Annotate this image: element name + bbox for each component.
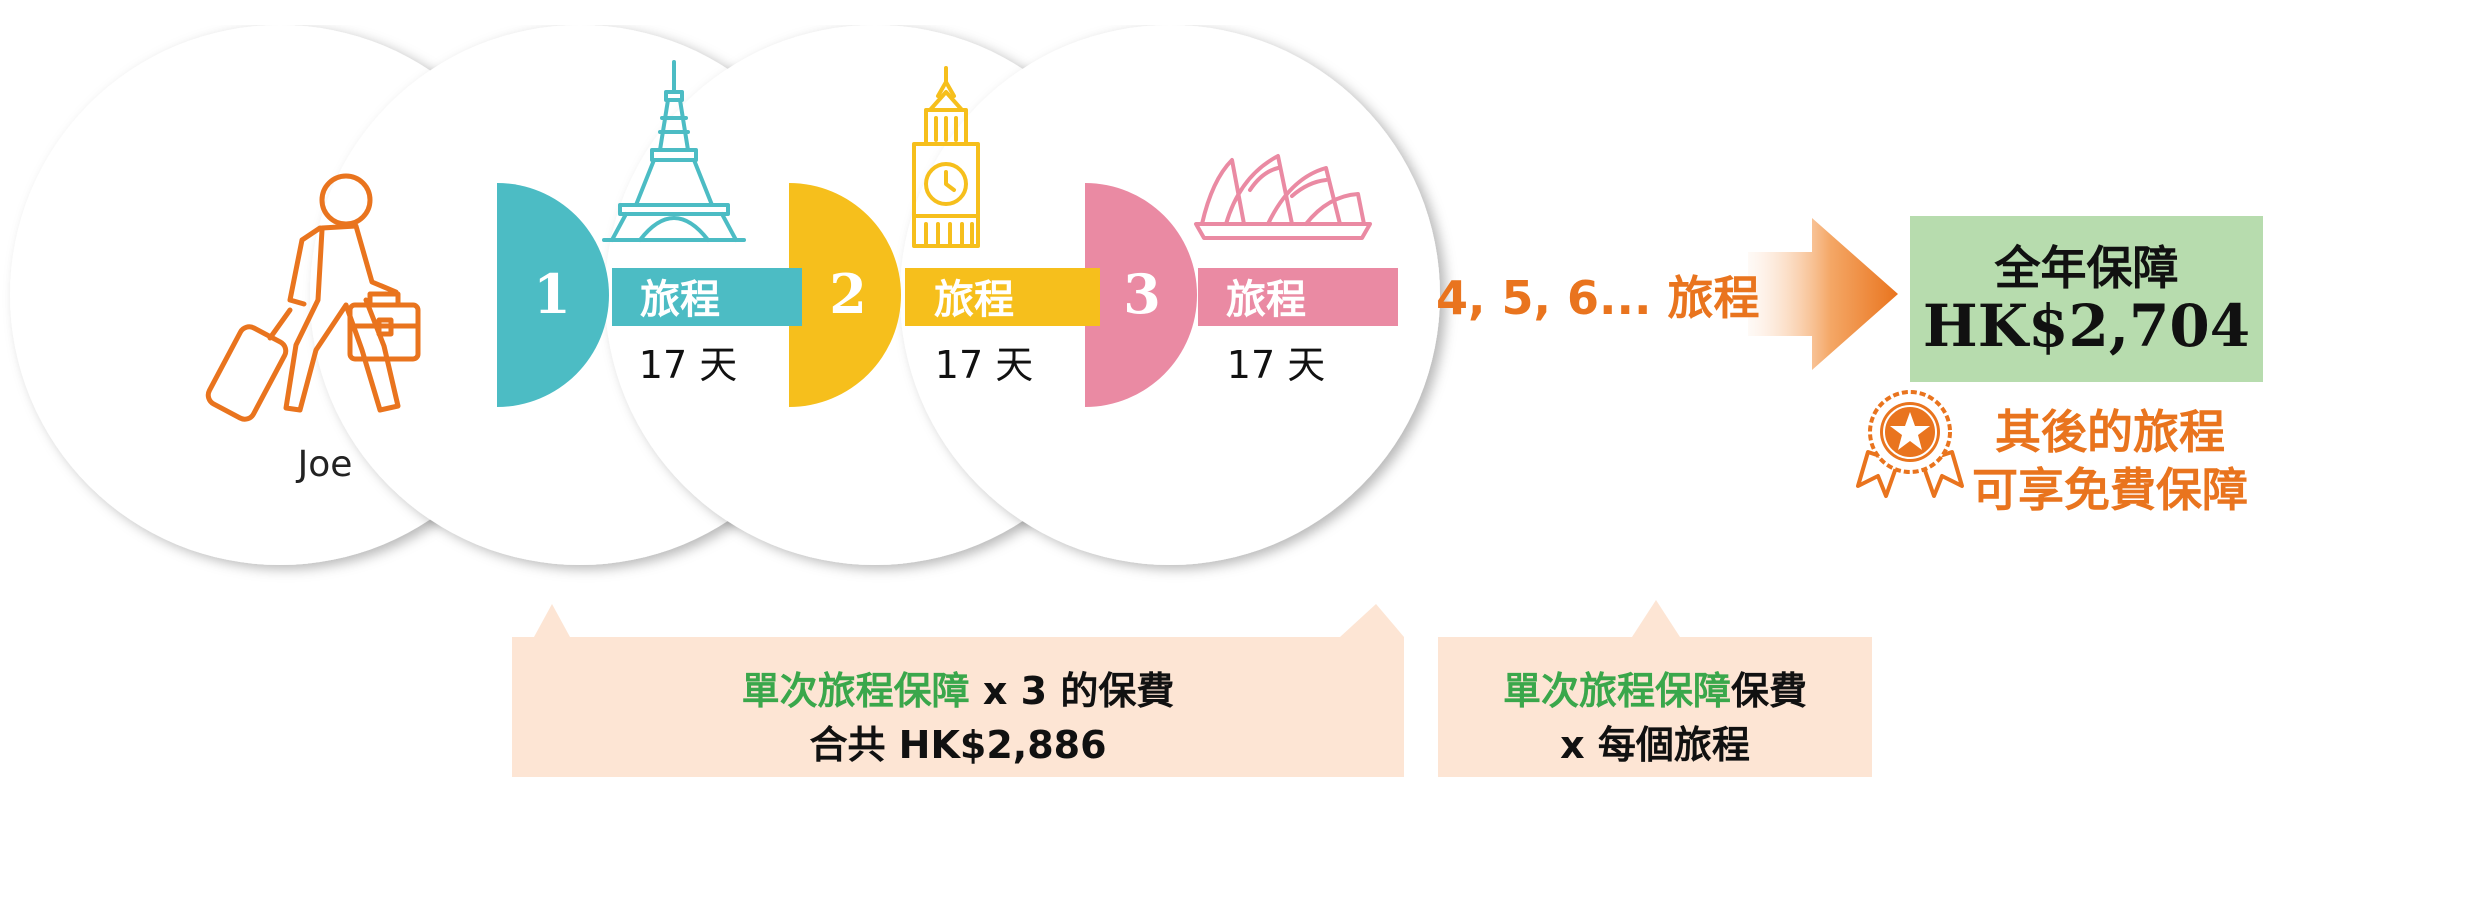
trip-3-number: 3 (1123, 262, 1161, 326)
trip-1-days: 17 天 (638, 343, 738, 387)
trip-2-label: 旅程 (934, 277, 1014, 323)
callout-each-green-text: 單次旅程保障 (1502, 669, 1731, 713)
annual-plan-price: HK$2,704 (1922, 292, 2251, 360)
callout-single-trip-box (512, 604, 1404, 777)
traveler-name: Joe (297, 444, 353, 485)
callout-each-trip-box (1438, 600, 1872, 777)
annual-plan-title: 全年保障 (1994, 241, 2179, 295)
trip-3-days: 17 天 (1226, 343, 1326, 387)
trip-2-days: 17 天 (934, 343, 1034, 387)
trip-1-number: 1 (533, 262, 571, 326)
callout-single-green-text: 單次旅程保障 (741, 669, 970, 713)
callout-single-line1: 單次旅程保障 x 3 的保費 (512, 660, 1404, 715)
trip-1-semicircle (497, 183, 609, 407)
free-coverage-line2: 可享免費保障 (1972, 463, 2248, 517)
traveler-icon (205, 173, 421, 422)
trip-3-band (1198, 268, 1398, 326)
trip-2-band (905, 268, 1100, 326)
callout-each-black-text: 保費 (1731, 669, 1808, 713)
callout-each-line2: x 每個旅程 (1560, 723, 1750, 767)
trip-3-semicircle (1085, 183, 1197, 407)
trip-1-label: 旅程 (640, 277, 720, 323)
trip-1-band (612, 268, 802, 326)
big-ben-icon (912, 66, 980, 248)
trip-3-label: 旅程 (1226, 277, 1306, 323)
callout-each-line1: 單次旅程保障保費 (1438, 660, 1872, 715)
eiffel-tower-icon (602, 60, 746, 242)
annual-plan-box: 全年保障 HK$2,704 (1910, 216, 2263, 382)
trip-2-semicircle (789, 183, 901, 407)
opera-house-icon (1194, 154, 1372, 240)
more-trips-label: 4, 5, 6... 旅程 (1436, 271, 1760, 325)
free-coverage-line1: 其後的旅程 (1995, 405, 2225, 459)
callout-single-black-text: x 3 的保費 (969, 669, 1175, 713)
callout-single-total: 合共 HK$2,886 (809, 723, 1107, 767)
award-badge-icon (1856, 390, 1964, 498)
forward-arrow-icon (1748, 218, 1898, 370)
trip-2-number: 2 (829, 262, 867, 326)
